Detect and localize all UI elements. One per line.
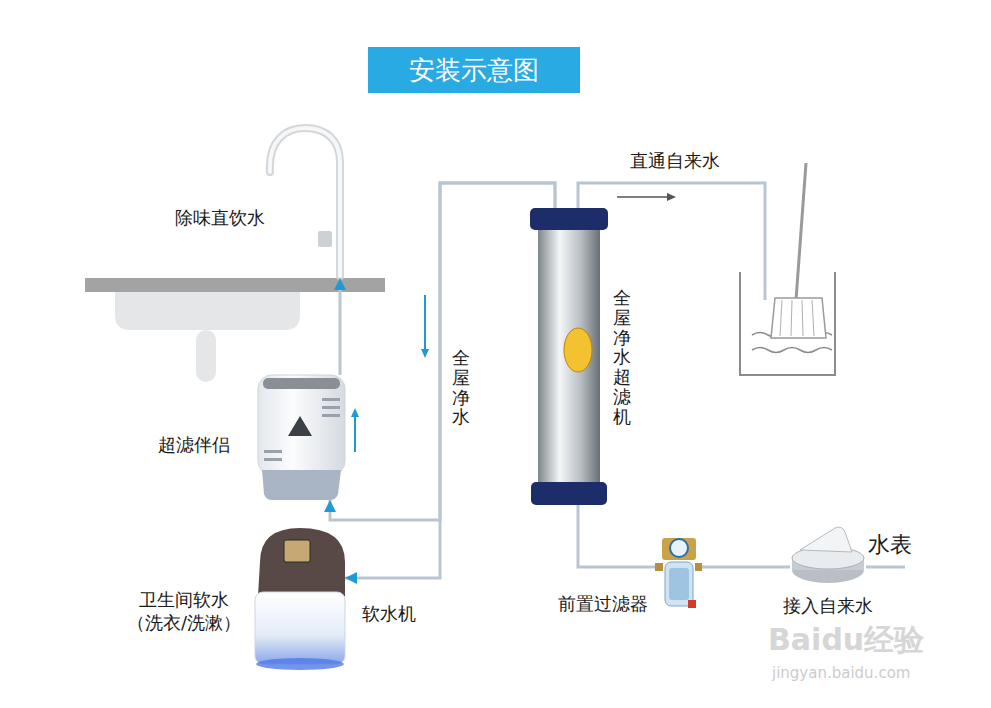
watermark: jingyan.baidu.com: [772, 664, 910, 684]
vent: [264, 458, 282, 461]
tap-water-pipe: [578, 183, 765, 300]
water-pipe: [702, 566, 790, 569]
flow-arrow: [617, 196, 670, 198]
mop-head: [771, 298, 826, 338]
flow-arrowhead: [667, 193, 676, 201]
pipe-stub: [695, 563, 702, 571]
vent: [322, 398, 340, 401]
water-pipe: [339, 278, 342, 375]
water-wave: [752, 348, 832, 353]
sink: [85, 278, 385, 382]
water-softener: [255, 528, 345, 670]
flow-arrow: [424, 295, 426, 350]
water-pipe: [330, 183, 555, 520]
companion-body: [258, 375, 345, 475]
vent: [322, 406, 340, 409]
device-node: 前置过滤器: [655, 532, 702, 612]
device-sublabel: 软水机: [362, 602, 416, 625]
mop-strands: [780, 300, 814, 336]
faucet-handle: [318, 231, 332, 247]
pre-filter: [655, 538, 702, 608]
title-banner: 安装示意图: [368, 47, 580, 93]
title-text: 安装示意图: [409, 53, 539, 88]
device-label: 超滤伴侣: [158, 433, 230, 456]
softener-glow: [256, 658, 344, 670]
inlet-pipe: [866, 566, 905, 569]
flow-arrow: [354, 416, 356, 452]
device-label: 全屋净水超滤机: [613, 288, 631, 427]
companion-purifier: [258, 375, 345, 500]
faucet: [270, 128, 340, 276]
meter-lid: [800, 527, 852, 552]
triangle-mark: [288, 416, 312, 436]
drain: [196, 330, 216, 382]
device-node: 全屋净水超滤机: [530, 208, 608, 505]
device-node: 超滤伴侣: [258, 375, 345, 500]
softener-head: [258, 528, 345, 596]
brand-logo: [564, 328, 592, 372]
device-label: 卫生间软水 （洗衣/洗漱）: [116, 588, 252, 635]
device-label: 除味直饮水: [175, 206, 265, 229]
pipe-label: 直通自来水: [630, 149, 720, 172]
ultrafilter-cap: [531, 482, 607, 505]
softener-screen: [284, 540, 310, 562]
device-node: 除味直饮水: [262, 125, 350, 278]
device-label: 前置过滤器: [558, 592, 648, 615]
device-sublabel: 接入自来水: [783, 594, 873, 617]
ultrafilter-cap: [530, 208, 608, 230]
softener-body: [255, 592, 345, 664]
drain-valve: [688, 600, 696, 608]
device-node: 卫生间软水 （洗衣/洗漱）软水机: [255, 528, 345, 670]
mop-bucket: [740, 163, 835, 375]
device-node: 水表接入自来水: [790, 520, 866, 588]
water-meter: [792, 527, 864, 583]
mop-stick: [796, 163, 806, 300]
extra-pipes: [351, 183, 905, 567]
vent: [264, 450, 282, 453]
flow-arrowhead: [351, 408, 359, 417]
vent: [322, 414, 340, 417]
basin: [115, 292, 300, 330]
pipe-stub: [655, 563, 663, 571]
ultrafilter-cylinder: [538, 228, 600, 484]
ultrafilter: [530, 208, 608, 505]
faucet-neck: [270, 128, 340, 276]
flow-arrowhead: [421, 349, 429, 358]
companion-base: [262, 470, 341, 500]
companion-lid: [263, 378, 340, 389]
filter-bowl: [665, 562, 693, 606]
watermark: Baidu经验: [768, 620, 924, 659]
pressure-gauge: [670, 539, 688, 557]
device-label: 水表: [868, 531, 912, 560]
bucket: [740, 272, 835, 375]
filter-mesh: [669, 568, 689, 600]
brass-head: [662, 538, 696, 560]
pipe-label: 全屋净水: [452, 348, 470, 427]
faucet-shine: [270, 128, 340, 276]
water-pipe: [578, 505, 655, 567]
